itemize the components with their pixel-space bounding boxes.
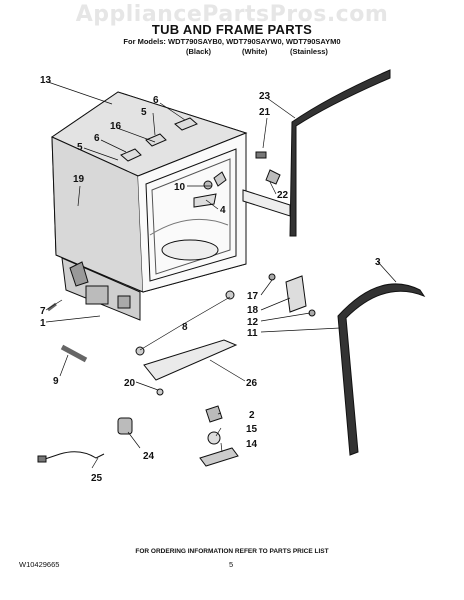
callout-26: 26 [246,378,258,389]
callout-14: 14 [246,439,258,450]
callout-4: 4 [220,205,226,216]
callout-21: 21 [259,107,271,118]
models-line: For Models: WDT790SAYB0, WDT790SAYW0, WD… [123,37,341,46]
callout-23: 23 [259,91,271,102]
callout-5: 5 [77,142,83,153]
ordering-note: FOR ORDERING INFORMATION REFER TO PARTS … [135,548,329,555]
callout-9: 9 [53,376,59,387]
variant-black: (Black) [186,47,212,56]
callout-12: 12 [247,317,259,328]
callout-25: 25 [91,473,103,484]
variant-stainless: (Stainless) [290,47,328,56]
callout-20: 20 [124,378,136,389]
callout-16: 16 [110,121,122,132]
callout-11: 11 [247,328,258,339]
watermark: AppliancePartsPros.com [75,2,389,27]
callout-19: 19 [73,174,85,185]
callout-6: 6 [94,133,100,144]
callout-7: 7 [40,306,46,317]
callout-18: 18 [247,305,259,316]
callout-15: 15 [246,424,258,435]
page-number: 5 [229,560,234,569]
variant-white: (White) [242,47,268,56]
callout-1: 1 [40,318,46,329]
page-title: TUB AND FRAME PARTS [151,22,313,37]
callout-24: 24 [143,451,155,462]
callout-3: 3 [375,257,381,268]
callout-6: 6 [153,95,159,106]
callout-17: 17 [247,291,259,302]
document-number: W10429665 [19,560,60,569]
callout-5: 5 [141,107,147,118]
callout-8: 8 [182,322,188,333]
callout-22: 22 [277,190,289,201]
callout-10: 10 [174,182,186,193]
callout-2: 2 [249,410,255,421]
callout-13: 13 [40,75,52,86]
